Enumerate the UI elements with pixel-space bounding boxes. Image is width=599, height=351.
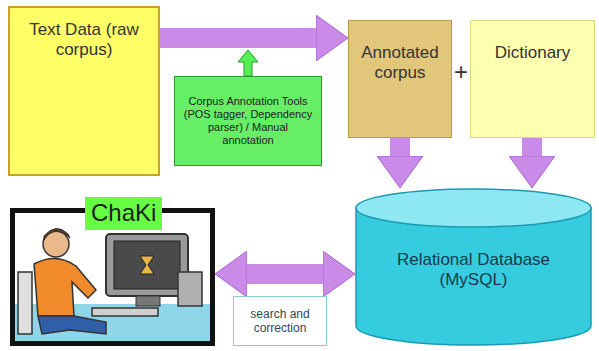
application-frame: ChaKi xyxy=(10,208,215,346)
document-box: Text Data (raw corpus) xyxy=(8,6,160,176)
cylinder-top xyxy=(356,189,591,227)
block-arrow xyxy=(522,138,542,156)
node-text: Corpus Annotation Tools (POS tagger, Dep… xyxy=(181,95,315,148)
corpus-box: Annotated corpus xyxy=(348,20,452,138)
node-text: Dictionary xyxy=(495,43,571,63)
node-text: Relational Database (MySQL) xyxy=(369,250,578,291)
node-text: Annotated corpus xyxy=(353,43,447,84)
node-text: Text Data (raw corpus) xyxy=(18,20,150,61)
app-name-tag: ChaKi xyxy=(85,197,162,230)
action-box: search and correction xyxy=(233,296,327,346)
database-cylinder: Relational Database (MySQL) xyxy=(355,188,592,346)
annotation-arrow xyxy=(238,50,258,76)
node-text: search and correction xyxy=(238,307,322,336)
computer-user-illustration xyxy=(14,212,211,342)
block-arrow xyxy=(390,138,410,156)
plus-sign: + xyxy=(454,58,468,86)
block-arrow xyxy=(247,264,323,284)
block-arrow xyxy=(160,28,316,48)
dictionary-box: Dictionary xyxy=(470,20,595,138)
tool-box: Corpus Annotation Tools (POS tagger, Dep… xyxy=(174,76,322,166)
cylinder-body xyxy=(356,208,591,345)
